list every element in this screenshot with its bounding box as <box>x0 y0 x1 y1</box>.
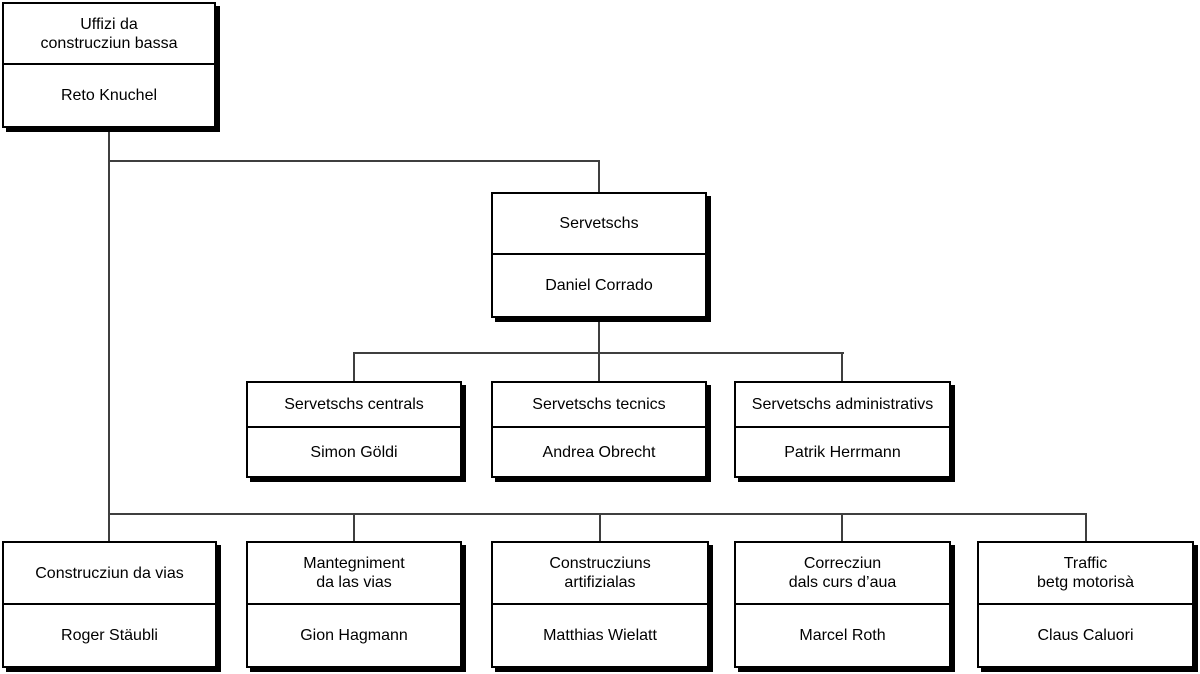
connector-centrals-drop-in <box>353 352 355 381</box>
connector-servetschs-drop-out <box>598 318 600 354</box>
node-servetschs-administrativs: Servetschs administrativs Patrik Herrman… <box>734 381 951 478</box>
connector-artifizialas-drop-in <box>599 513 601 541</box>
connector-administrativs-drop-in <box>841 352 843 381</box>
node-name: Marcel Roth <box>799 627 886 644</box>
node-servetschs: Servetschs Daniel Corrado <box>491 192 707 318</box>
node-name: Andrea Obrecht <box>542 443 656 461</box>
node-construcziun-da-vias: Construcziun da vias Roger Stäubli <box>2 541 217 668</box>
node-servetschs-centrals: Servetschs centrals Simon Göldi <box>246 381 462 478</box>
node-uffizi-da-construcziun-bassa: Uffizi da construcziun bassa Reto Knuche… <box>2 2 216 128</box>
node-construcziuns-artifizialas: Construcziuns artifizialas Matthias Wiel… <box>491 541 709 668</box>
node-title: Uffizi da construcziun bassa <box>4 4 214 65</box>
node-traffic-betg-motorisa: Traffic betg motorisà Claus Caluori <box>977 541 1194 668</box>
node-title: Servetschs administrativs <box>736 383 949 428</box>
node-correcziun-dals-curs-daua: Correcziun dals curs d’aua Marcel Roth <box>734 541 951 668</box>
connector-root-trunk <box>108 128 110 541</box>
connector-traffic-drop-in <box>1085 513 1087 541</box>
node-title: Servetschs <box>493 194 705 255</box>
node-title: Mantegniment da las vias <box>248 543 460 605</box>
connector-tecnics-drop-in <box>598 352 600 381</box>
node-name: Claus Caluori <box>1037 627 1134 644</box>
connector-servetschs-drop-in <box>598 160 600 192</box>
node-title: Construcziuns artifizialas <box>493 543 707 605</box>
node-name: Roger Stäubli <box>61 627 158 644</box>
connector-level4-horizontal <box>108 513 1087 515</box>
node-title: Servetschs tecnics <box>493 383 705 428</box>
node-title: Construcziun da vias <box>4 543 215 605</box>
node-title: Correcziun dals curs d’aua <box>736 543 949 605</box>
connector-correcziun-drop-in <box>841 513 843 541</box>
node-name: Reto Knuchel <box>60 87 158 104</box>
node-servetschs-tecnics: Servetschs tecnics Andrea Obrecht <box>491 381 707 478</box>
node-name: Daniel Corrado <box>545 277 653 294</box>
node-title: Servetschs centrals <box>248 383 460 428</box>
node-name: Matthias Wielatt <box>543 627 657 644</box>
node-name: Simon Göldi <box>310 443 398 461</box>
node-name: Gion Hagmann <box>300 627 408 644</box>
connector-mantegniment-drop-in <box>353 513 355 541</box>
node-mantegniment-da-las-vias: Mantegniment da las vias Gion Hagmann <box>246 541 462 668</box>
node-name: Patrik Herrmann <box>784 443 901 461</box>
connector-root-to-servetschs-horizontal <box>108 160 600 162</box>
node-title: Traffic betg motorisà <box>979 543 1192 605</box>
